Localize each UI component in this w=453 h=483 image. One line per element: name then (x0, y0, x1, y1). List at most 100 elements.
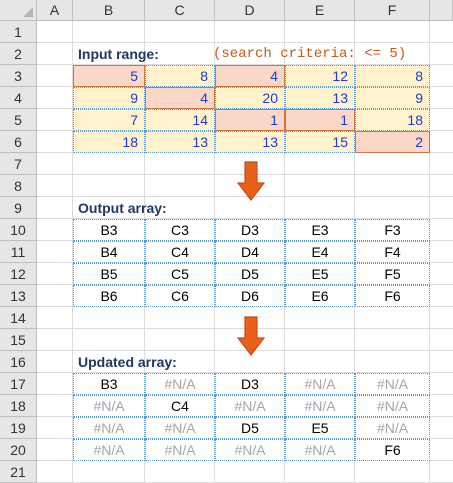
gridline-horizontal (37, 350, 453, 351)
row-header-21[interactable]: 21 (0, 461, 37, 483)
updated-cell[interactable]: #N/A (145, 373, 215, 395)
updated-cell[interactable]: #N/A (145, 439, 215, 461)
updated-cell[interactable]: #N/A (355, 417, 430, 439)
output-cell[interactable]: C4 (145, 241, 215, 263)
updated-cell[interactable]: #N/A (215, 395, 285, 417)
input-cell[interactable]: 8 (145, 65, 215, 87)
input-cell[interactable]: 2 (355, 131, 430, 153)
row-header-17[interactable]: 17 (0, 373, 37, 395)
output-cell[interactable]: E4 (285, 241, 355, 263)
gridline-horizontal (37, 218, 453, 219)
select-all-corner[interactable] (0, 0, 37, 21)
gridline-horizontal (37, 196, 453, 197)
row-header-4[interactable]: 4 (0, 87, 37, 109)
output-cell[interactable]: C6 (145, 285, 215, 307)
gridline-horizontal (37, 64, 453, 65)
column-header-b[interactable]: B (73, 0, 145, 21)
updated-cell[interactable]: #N/A (145, 417, 215, 439)
down-arrow-icon (237, 161, 265, 201)
output-cell[interactable]: C3 (145, 219, 215, 241)
gridline-horizontal (37, 42, 453, 43)
input-cell[interactable]: 1 (285, 109, 355, 131)
column-header-next[interactable] (430, 0, 453, 21)
output-cell[interactable]: D5 (215, 263, 285, 285)
row-header-1[interactable]: 1 (0, 21, 37, 43)
row-header-9[interactable]: 9 (0, 197, 37, 219)
arrow-shape (237, 316, 265, 356)
updated-cell[interactable]: #N/A (355, 373, 430, 395)
updated-cell[interactable]: #N/A (215, 439, 285, 461)
row-header-5[interactable]: 5 (0, 109, 37, 131)
row-header-14[interactable]: 14 (0, 307, 37, 329)
updated-cell[interactable]: C4 (145, 395, 215, 417)
column-header-e[interactable]: E (285, 0, 355, 21)
output-cell[interactable]: B6 (73, 285, 145, 307)
row-header-2[interactable]: 2 (0, 43, 37, 65)
column-header-d[interactable]: D (215, 0, 285, 21)
output-cell[interactable]: F4 (355, 241, 430, 263)
output-cell[interactable]: D3 (215, 219, 285, 241)
output-cell[interactable]: E3 (285, 219, 355, 241)
input-cell[interactable]: 13 (285, 87, 355, 109)
output-cell[interactable]: E5 (285, 263, 355, 285)
row-header-19[interactable]: 19 (0, 417, 37, 439)
arrow-shape (237, 161, 265, 201)
updated-cell[interactable]: #N/A (285, 373, 355, 395)
input-cell[interactable]: 20 (215, 87, 285, 109)
updated-cell[interactable]: #N/A (73, 439, 145, 461)
input-cell[interactable]: 7 (73, 109, 145, 131)
row-header-20[interactable]: 20 (0, 439, 37, 461)
input-cell[interactable]: 8 (355, 65, 430, 87)
output-cell[interactable]: E6 (285, 285, 355, 307)
updated-cell[interactable]: B3 (73, 373, 145, 395)
updated-cell[interactable]: #N/A (73, 417, 145, 439)
updated-cell[interactable]: D5 (215, 417, 285, 439)
output-cell[interactable]: D6 (215, 285, 285, 307)
input-cell[interactable]: 1 (215, 109, 285, 131)
updated-cell[interactable]: #N/A (355, 395, 430, 417)
input-cell[interactable]: 13 (215, 131, 285, 153)
down-arrow-icon (237, 316, 265, 356)
input-cell[interactable]: 4 (145, 87, 215, 109)
row-header-7[interactable]: 7 (0, 153, 37, 175)
column-header-a[interactable]: A (37, 0, 73, 21)
row-header-3[interactable]: 3 (0, 65, 37, 87)
output-cell[interactable]: D4 (215, 241, 285, 263)
column-header-c[interactable]: C (145, 0, 215, 21)
output-cell[interactable]: C5 (145, 263, 215, 285)
updated-cell[interactable]: D3 (215, 373, 285, 395)
updated-cell[interactable]: E5 (285, 417, 355, 439)
output-cell[interactable]: B3 (73, 219, 145, 241)
output-cell[interactable]: F5 (355, 263, 430, 285)
updated-cell[interactable]: #N/A (285, 439, 355, 461)
output-cell[interactable]: B5 (73, 263, 145, 285)
row-header-8[interactable]: 8 (0, 175, 37, 197)
row-header-12[interactable]: 12 (0, 263, 37, 285)
updated-cell[interactable]: #N/A (73, 395, 145, 417)
input-cell[interactable]: 9 (73, 87, 145, 109)
input-cell[interactable]: 12 (285, 65, 355, 87)
input-cell[interactable]: 14 (145, 109, 215, 131)
input-cell[interactable]: 18 (355, 109, 430, 131)
updated-array-label: Updated array: (78, 354, 177, 370)
output-cell[interactable]: F3 (355, 219, 430, 241)
input-cell[interactable]: 9 (355, 87, 430, 109)
input-cell[interactable]: 18 (73, 131, 145, 153)
updated-cell[interactable]: F6 (355, 439, 430, 461)
gridline-horizontal (37, 372, 453, 373)
output-cell[interactable]: F6 (355, 285, 430, 307)
input-cell[interactable]: 4 (215, 65, 285, 87)
row-header-6[interactable]: 6 (0, 131, 37, 153)
input-cell[interactable]: 15 (285, 131, 355, 153)
output-cell[interactable]: B4 (73, 241, 145, 263)
row-header-10[interactable]: 10 (0, 219, 37, 241)
input-cell[interactable]: 5 (73, 65, 145, 87)
updated-cell[interactable]: #N/A (285, 395, 355, 417)
row-header-13[interactable]: 13 (0, 285, 37, 307)
row-header-15[interactable]: 15 (0, 329, 37, 351)
column-header-f[interactable]: F (355, 0, 430, 21)
row-header-16[interactable]: 16 (0, 351, 37, 373)
row-header-18[interactable]: 18 (0, 395, 37, 417)
row-header-11[interactable]: 11 (0, 241, 37, 263)
input-cell[interactable]: 13 (145, 131, 215, 153)
